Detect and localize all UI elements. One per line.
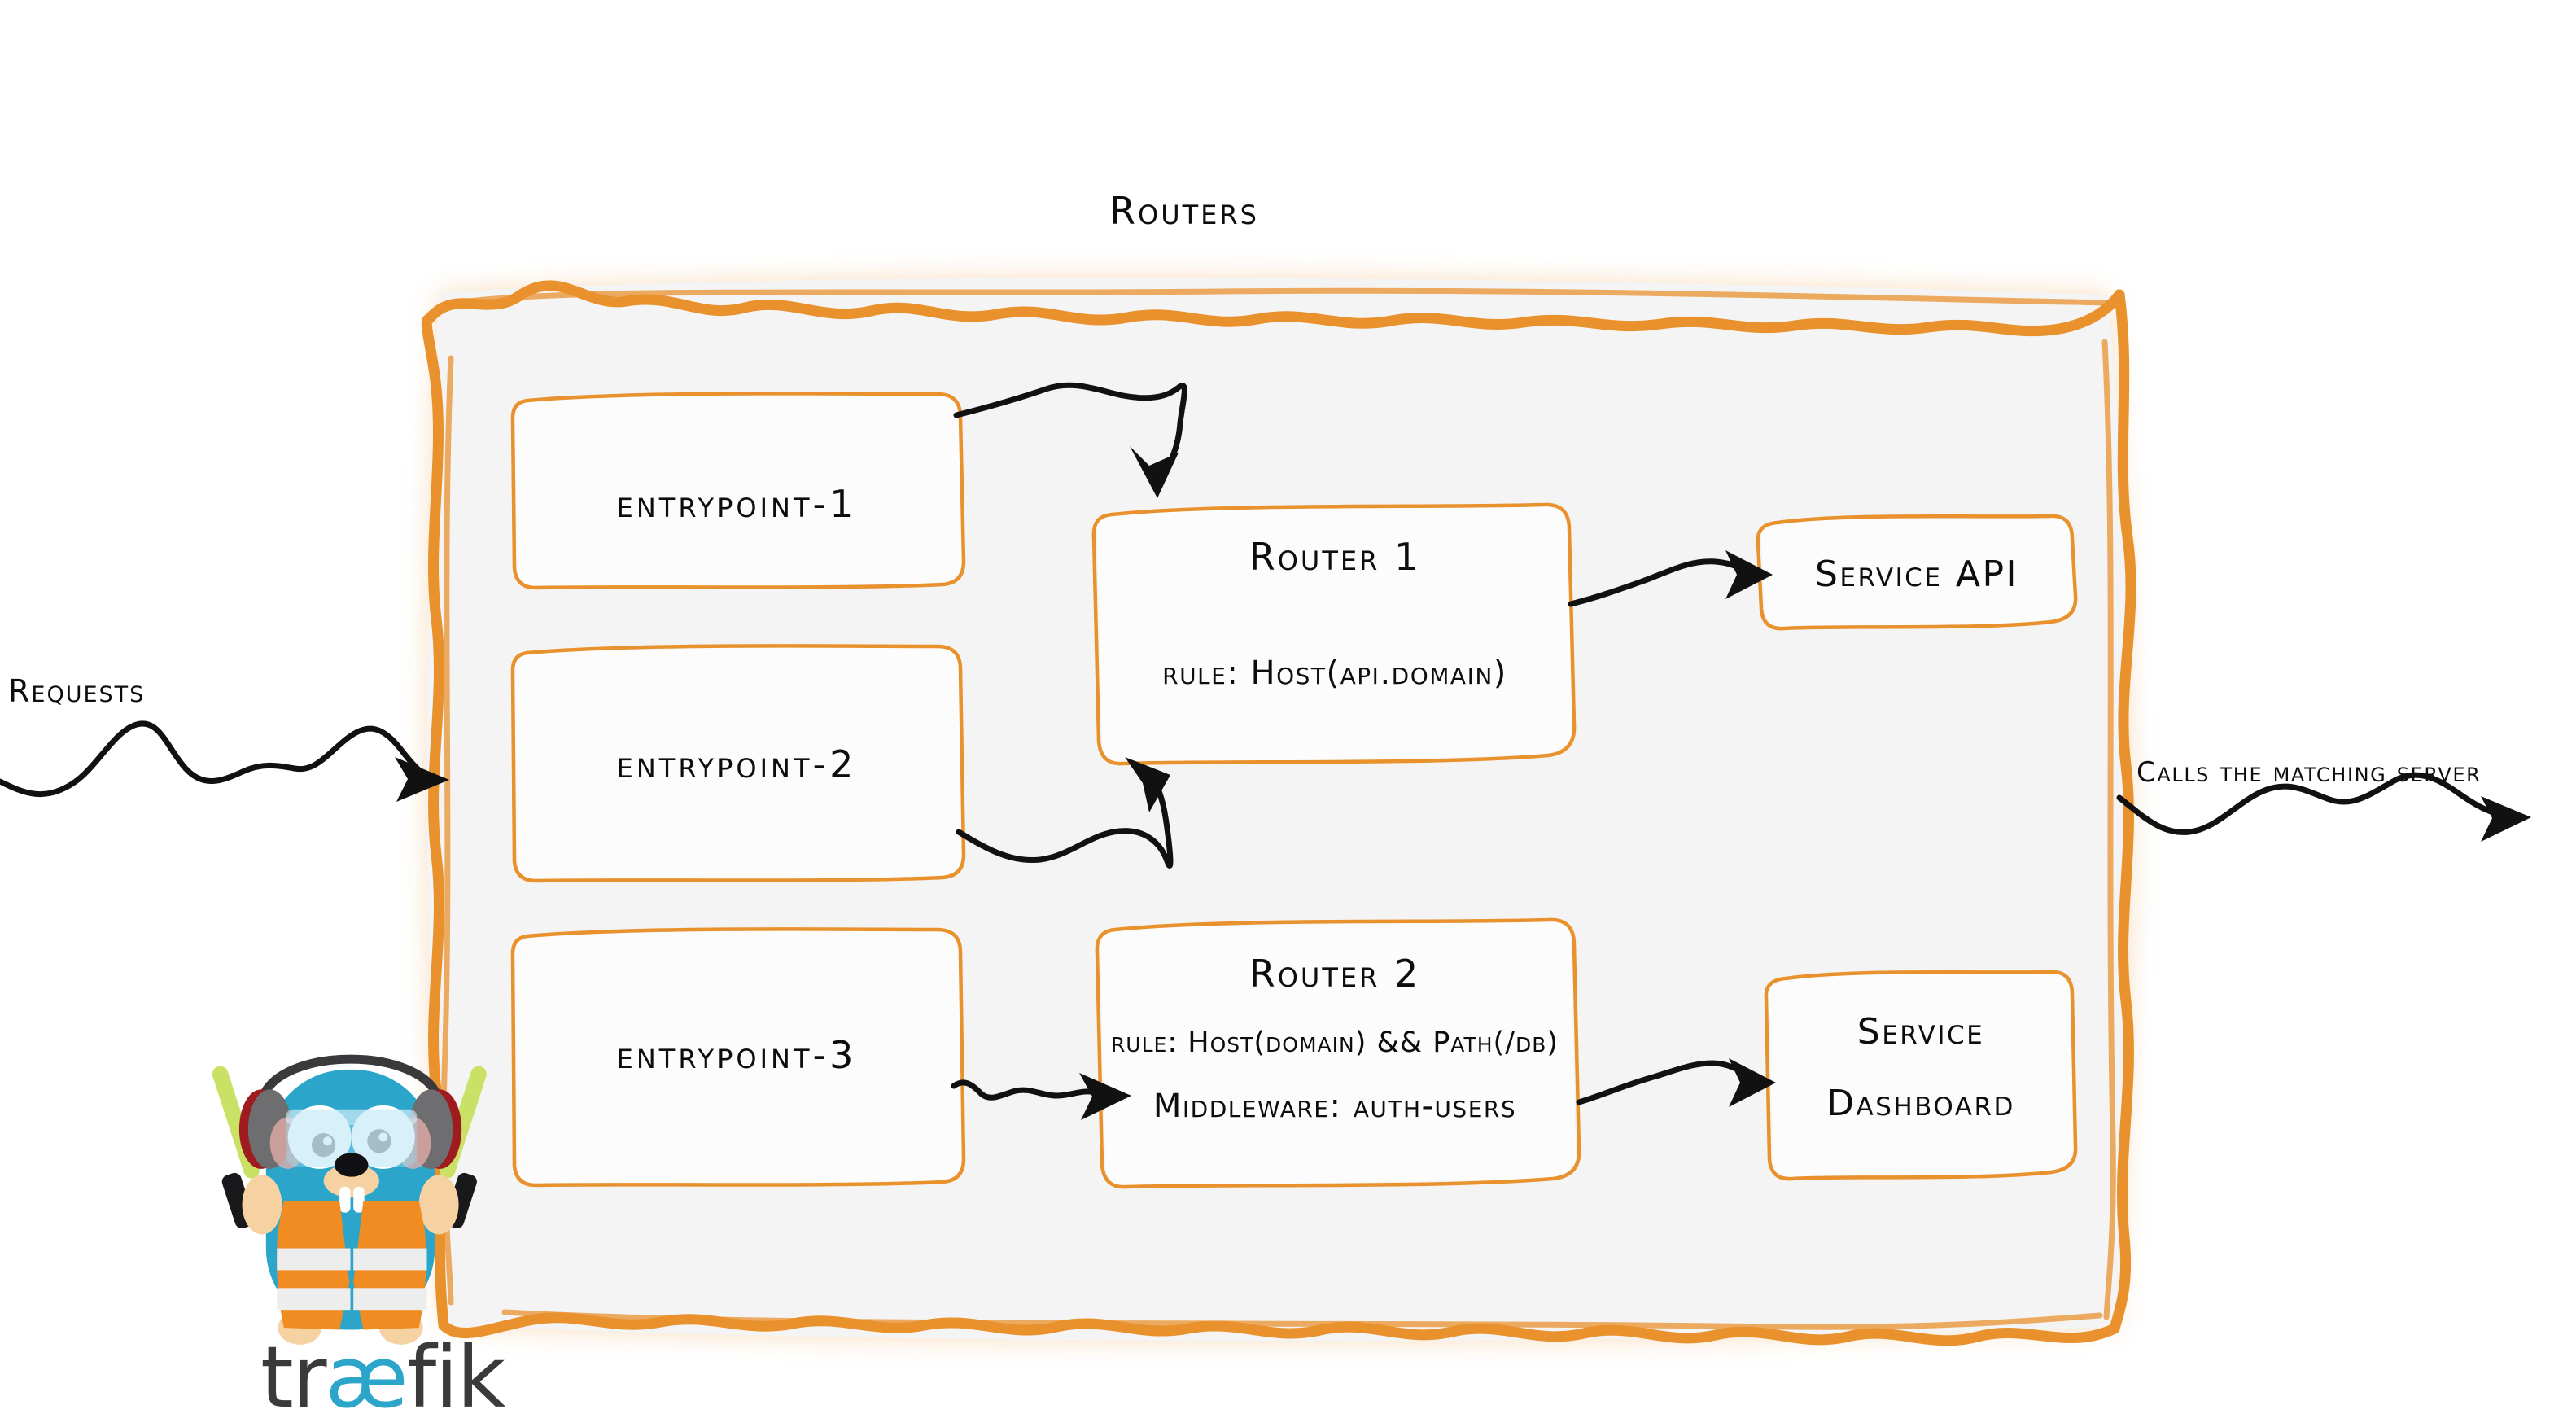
page-title: Routers [1109, 189, 1259, 233]
traefik-wordmark: træfik [260, 1335, 505, 1420]
service-dashboard-label-2: Dashboard [1826, 1083, 2015, 1124]
wordmark-ligature: æ [325, 1328, 409, 1427]
service-dashboard-label-1: Service [1857, 1011, 1984, 1053]
wordmark-prefix: tr [260, 1328, 327, 1427]
calls-matching-server-label: Calls the matching server [2136, 756, 2481, 789]
arrow-entrypoint3-to-router2 [951, 1073, 1131, 1120]
arrow-entrypoint1-to-router1 [953, 382, 1187, 498]
arrow-entrypoint2-to-router1 [956, 757, 1174, 869]
service-box-api[interactable] [1756, 514, 2078, 631]
entrypoint-1-label: entrypoint-1 [617, 482, 857, 526]
entrypoint-2-label: entrypoint-2 [617, 742, 857, 786]
entrypoint-3-label: entrypoint-3 [617, 1033, 857, 1077]
router-1-rule: rule: Host(api.domain) [1162, 654, 1507, 692]
router-2-middleware: Middleware: auth-users [1153, 1088, 1516, 1125]
entrypoint-box-2[interactable] [510, 644, 966, 883]
router-box-2[interactable] [1095, 917, 1581, 1189]
service-api-label: Service API [1815, 554, 2018, 595]
safety-goggles-icon [286, 1109, 418, 1167]
router-1-name: Router 1 [1249, 535, 1420, 579]
entrypoint-box-1[interactable] [510, 392, 966, 590]
wordmark-suffix: fik [406, 1328, 506, 1427]
arrow-router1-to-serviceapi [1568, 550, 1773, 607]
router-box-1[interactable] [1091, 502, 1577, 766]
safety-vest-icon [277, 1200, 427, 1330]
service-box-dashboard[interactable] [1764, 970, 2078, 1181]
router-2-name: Router 2 [1249, 952, 1420, 996]
arrow-calls-matching-server [2116, 772, 2531, 842]
arrow-requests-in [0, 720, 449, 802]
requests-label: Requests [8, 673, 145, 709]
router-2-rule: rule: Host(domain) && Path(/db) [1111, 1026, 1559, 1059]
entrypoint-box-3[interactable] [510, 927, 966, 1188]
arrow-router2-to-dashboard [1576, 1058, 1776, 1107]
